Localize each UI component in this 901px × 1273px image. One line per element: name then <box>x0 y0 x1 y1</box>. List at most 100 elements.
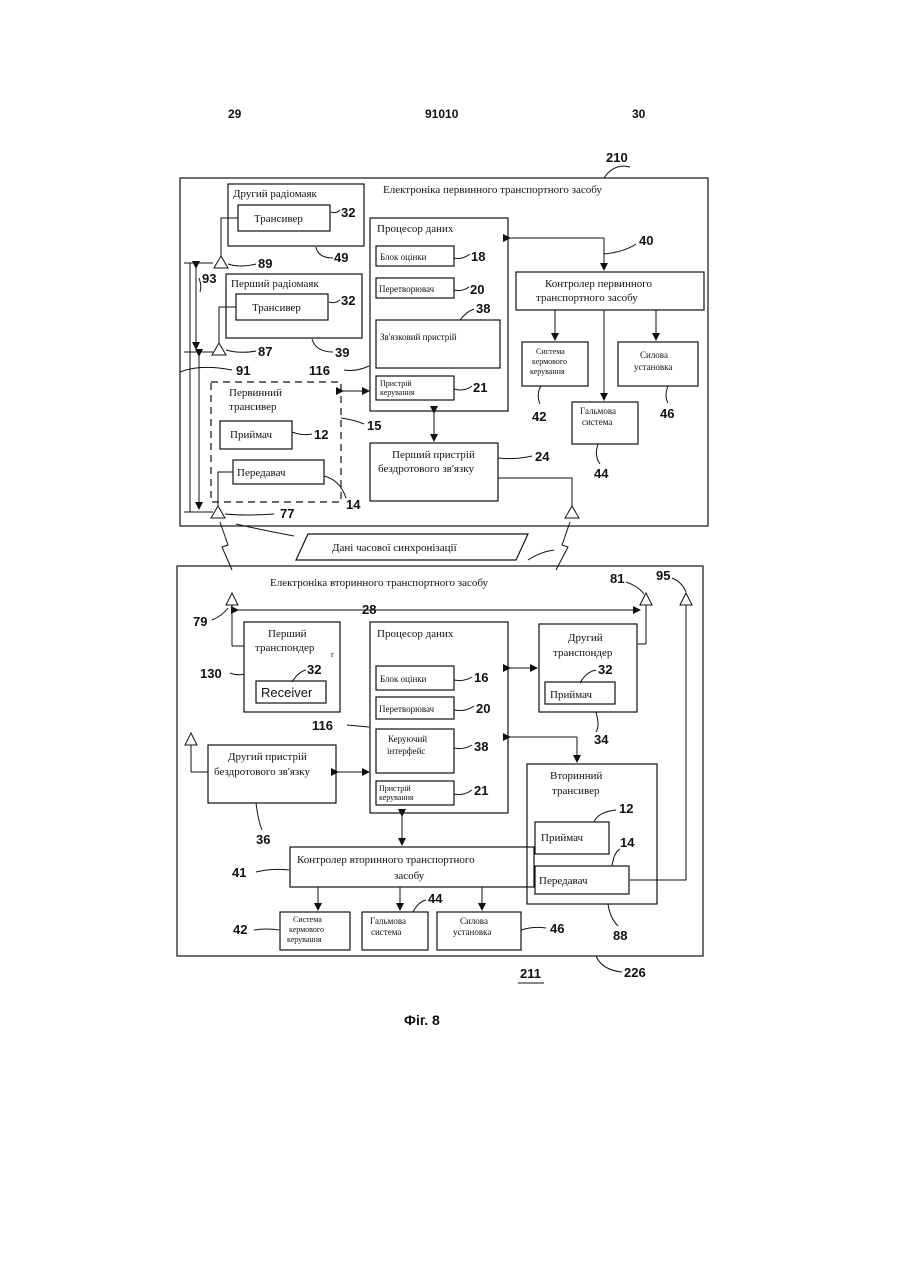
secondary-control-l2: керування <box>379 793 414 802</box>
primary-brake-l2: система <box>582 417 612 427</box>
ref-21-a: 21 <box>473 380 487 395</box>
primary-wireless-l1: Перший пристрій <box>392 449 475 461</box>
ref-226: 226 <box>624 965 646 980</box>
secondary-steering: Система кермового керування <box>280 912 350 950</box>
ref-210: 210 <box>606 150 628 165</box>
primary-wireless-l2: бездротового зв'язку <box>378 463 474 475</box>
leader-210 <box>604 166 630 178</box>
ref-211: 211 <box>520 966 541 981</box>
secondary-steering-l1: Система <box>293 915 322 924</box>
primary-receiver: Приймач <box>230 429 273 441</box>
secondary-transmitter: Передавач <box>539 875 588 887</box>
ref-87: 87 <box>258 344 272 359</box>
ref-38-a: 38 <box>476 301 490 316</box>
secondary-power-l1: Силова <box>460 916 488 926</box>
ref-41: 41 <box>232 865 246 880</box>
secondary-wireless-l1: Другий пристрій <box>228 751 307 763</box>
ref-21-b: 21 <box>474 783 488 798</box>
ref-79: 79 <box>193 614 207 629</box>
primary-transceiver-title-l1: Первинний <box>229 387 282 399</box>
secondary-controller-l2: засобу <box>394 870 425 882</box>
antenna-36-icon <box>185 733 197 745</box>
secondary-iface-l1: Керуючий <box>388 734 427 744</box>
second-beacon-transceiver-label: Трансивер <box>254 213 303 225</box>
ref-14-a: 14 <box>346 497 361 512</box>
page-number-right: 30 <box>632 107 646 121</box>
antenna-24-icon <box>565 506 579 518</box>
ref-12-b: 12 <box>619 801 633 816</box>
ref-39: 39 <box>335 345 349 360</box>
ref-88: 88 <box>613 928 627 943</box>
ref-15: 15 <box>367 418 381 433</box>
primary-steering-l1: Система <box>536 347 565 356</box>
secondary-brake-l2: система <box>371 927 401 937</box>
ref-36: 36 <box>256 832 270 847</box>
antenna-95-icon <box>680 593 692 605</box>
ref-14-b: 14 <box>620 835 635 850</box>
secondary-controller: Контролер вторинного транспортного засоб… <box>290 847 534 887</box>
ref-46-b: 46 <box>550 921 564 936</box>
secondary-dp-title: Процесор даних <box>377 628 454 640</box>
primary-comm-device: Зв'язковий пристрій <box>380 332 457 342</box>
ref-24: 24 <box>535 449 550 464</box>
primary-steering-l2: кермового <box>532 357 567 366</box>
page-number-left: 29 <box>228 107 242 121</box>
secondary-data-processor: Процесор даних Блок оцінки 16 Перетворюв… <box>370 622 508 813</box>
ref-95: 95 <box>656 568 670 583</box>
secondary-brake-l1: Гальмова <box>370 916 406 926</box>
secondary-wireless-l2: бездротового зв'язку <box>214 766 310 778</box>
primary-steering: Система кермового керування 42 <box>522 342 588 424</box>
first-transponder-l1: Перший <box>268 628 307 640</box>
secondary-receiver: Приймач <box>541 832 584 844</box>
secondary-controller-l1: Контролер вторинного транспортного <box>297 854 475 866</box>
secondary-transceiver-l2: трансивер <box>552 785 600 797</box>
ref-38-b: 38 <box>474 739 488 754</box>
primary-controller: Контролер первинного транспортного засоб… <box>516 272 704 310</box>
first-beacon-transceiver-label: Трансивер <box>252 302 301 314</box>
ref-20-b: 20 <box>476 701 490 716</box>
ref-77: 77 <box>280 506 294 521</box>
second-transponder-receiver: Приймач <box>550 689 593 701</box>
first-beacon-title: Перший радіомаяк <box>231 278 319 290</box>
ref-18: 18 <box>471 249 485 264</box>
primary-data-processor: Процесор даних Блок оцінки 18 Перетворюв… <box>370 218 508 411</box>
ref-49: 49 <box>334 250 348 265</box>
ref-93: 93 <box>202 271 216 286</box>
primary-steering-l3: керування <box>530 367 565 376</box>
primary-control-l1: Пристрій <box>380 379 412 388</box>
antenna-87-icon <box>212 343 226 355</box>
primary-controller-l1: Контролер первинного <box>545 278 652 290</box>
ref-32-c: 32 <box>307 662 321 677</box>
signal-right-icon <box>556 522 570 570</box>
primary-controller-l2: транспортного засобу <box>536 292 638 304</box>
secondary-transceiver-l1: Вторинний <box>550 770 603 782</box>
ref-130: 130 <box>200 666 222 681</box>
ref-12-a: 12 <box>314 427 328 442</box>
ref-81: 81 <box>610 571 624 586</box>
ref-32-b: 32 <box>341 293 355 308</box>
ref-42-b: 42 <box>233 922 247 937</box>
primary-brake: Гальмова система 44 <box>572 402 638 481</box>
primary-transmitter: Передавач <box>237 467 286 479</box>
antenna-81-icon <box>640 593 652 605</box>
primary-wireless-device: Перший пристрій бездротового зв'язку 24 <box>370 443 572 506</box>
second-transponder: Другий транспондер 32 Приймач 34 <box>539 624 637 747</box>
second-beacon: Другий радіомаяк Трансивер 32 49 <box>221 184 364 265</box>
primary-power-l1: Силова <box>640 350 668 360</box>
primary-title: Електроніка первинного транспортного зас… <box>383 184 602 196</box>
ref-116-b: 116 <box>312 718 333 733</box>
ref-44-a: 44 <box>594 466 609 481</box>
primary-power: Силова установка 46 <box>618 342 698 421</box>
ref-44-b: 44 <box>428 891 443 906</box>
second-beacon-title: Другий радіомаяк <box>233 188 318 200</box>
r-mark: r <box>331 650 334 659</box>
figure-caption: Фіг. 8 <box>404 1012 440 1028</box>
primary-converter: Перетворювач <box>379 284 435 294</box>
ref-28: 28 <box>362 602 376 617</box>
ref-34: 34 <box>594 732 609 747</box>
ref-16: 16 <box>474 670 488 685</box>
ref-42-a: 42 <box>532 409 546 424</box>
antenna-89-icon <box>214 256 228 268</box>
ref-89: 89 <box>258 256 272 271</box>
